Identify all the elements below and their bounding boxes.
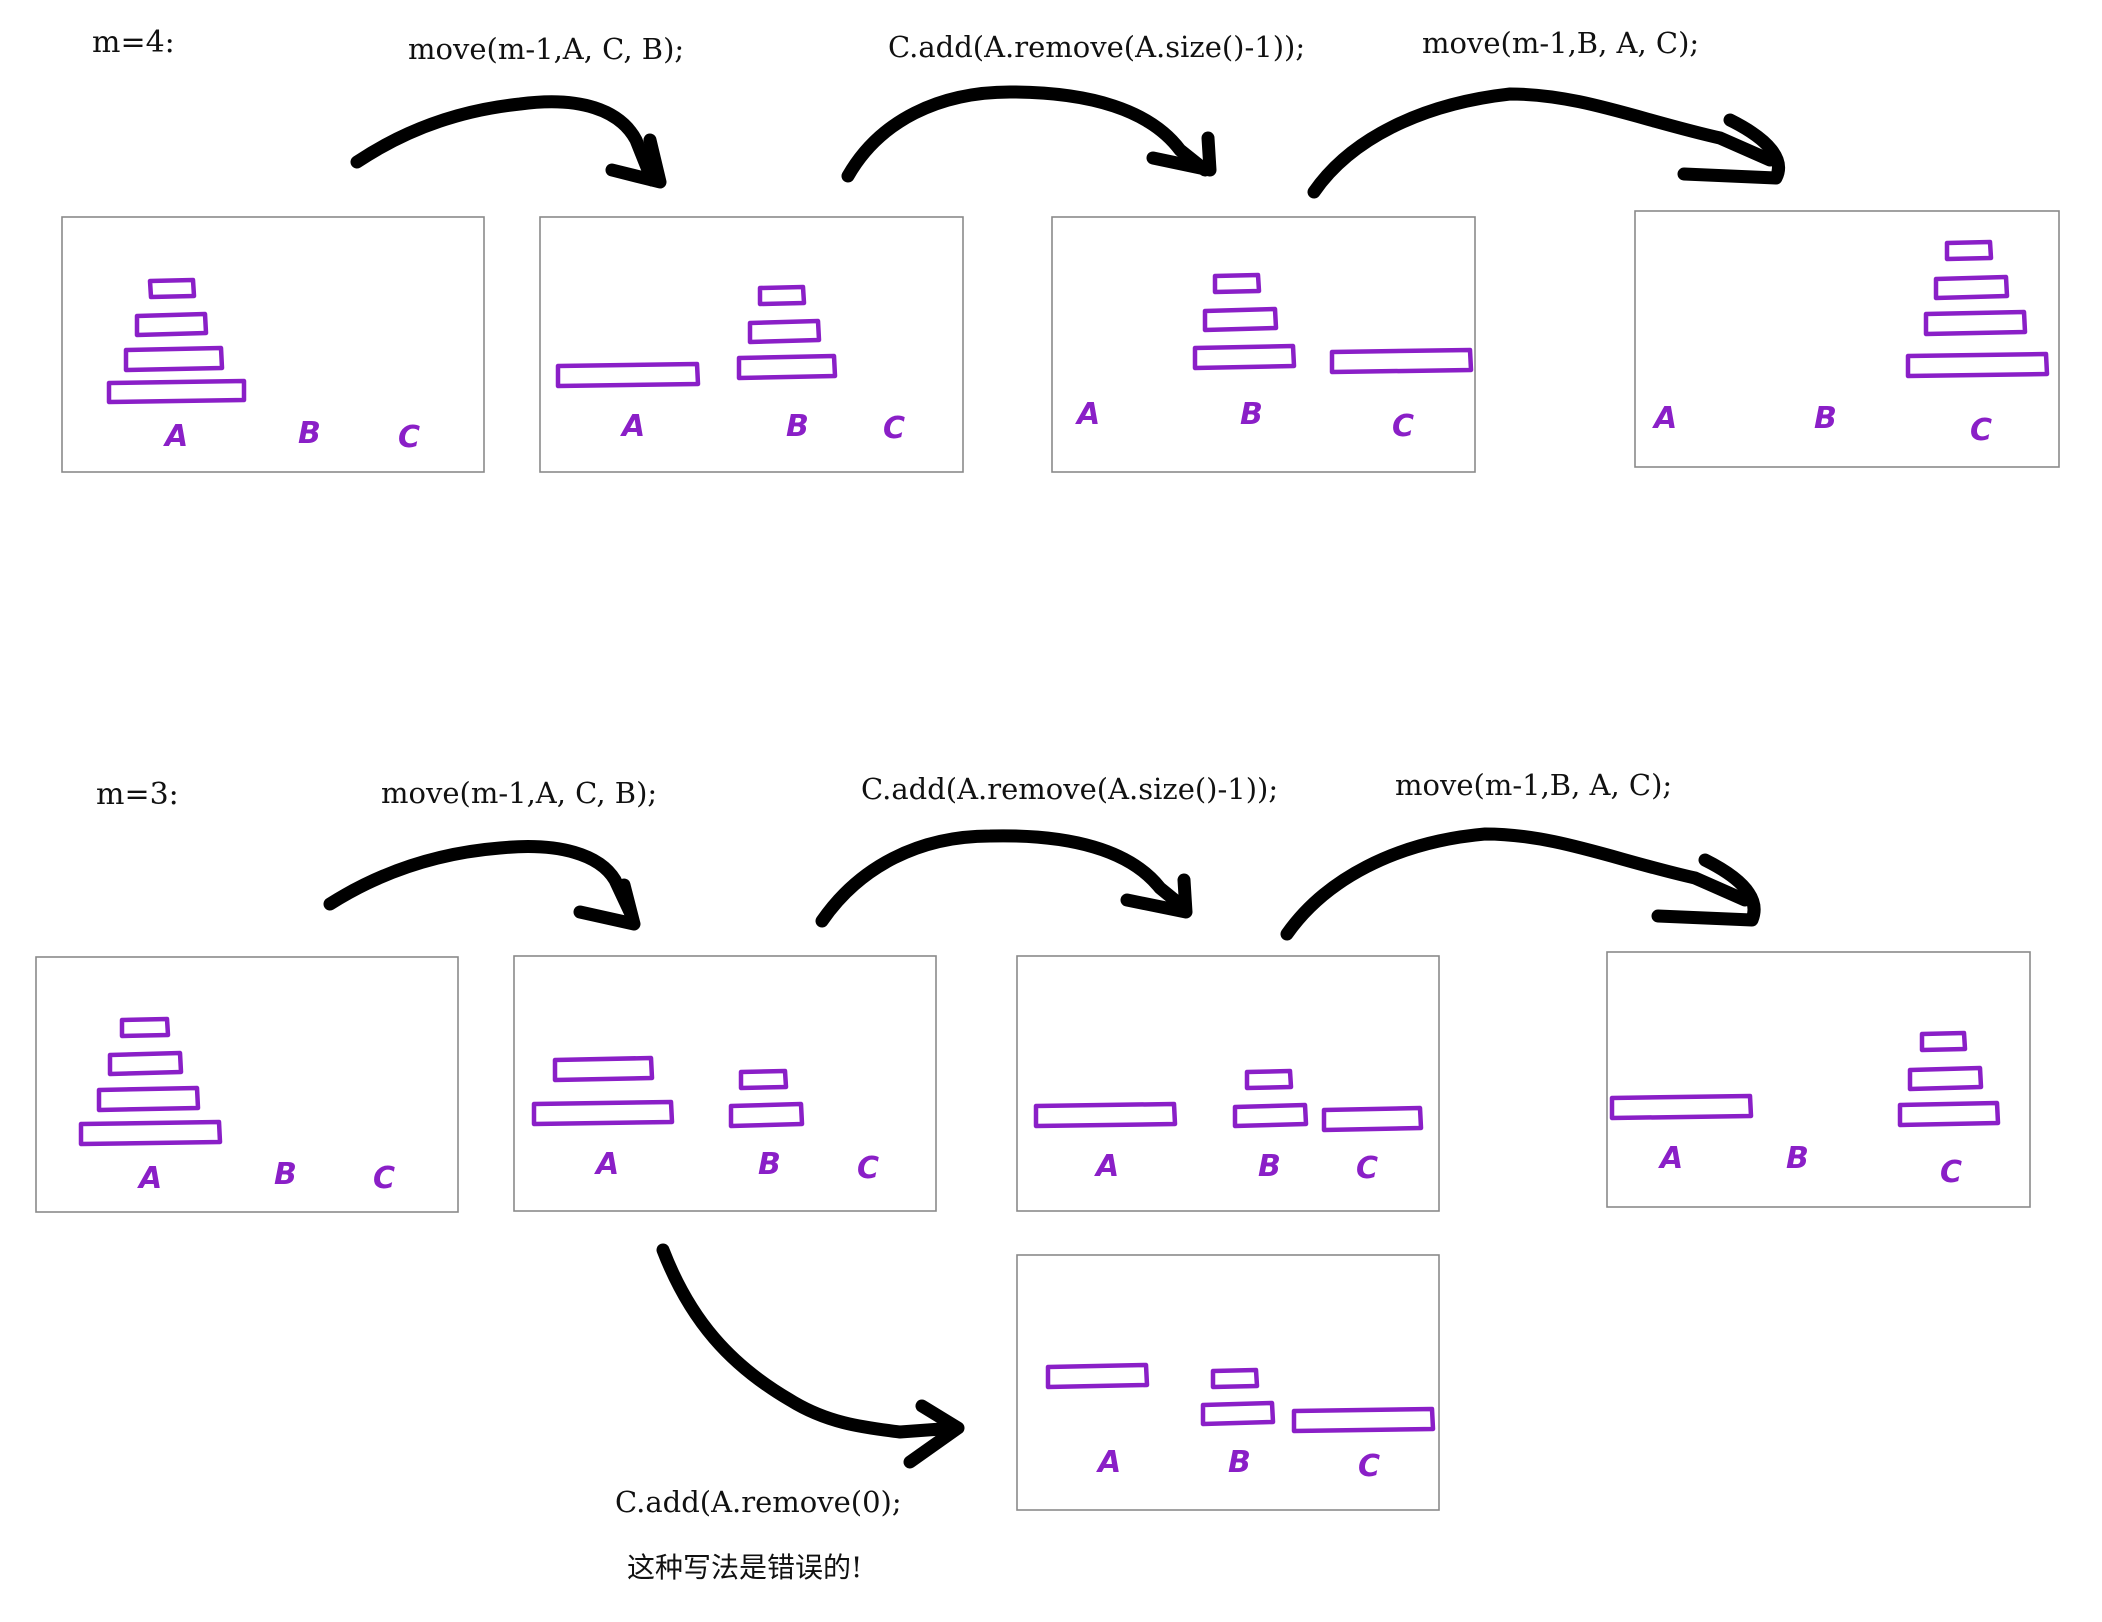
- disk: [96, 1085, 201, 1113]
- disk: [1192, 343, 1297, 371]
- peg-label-c: C: [1940, 1155, 1962, 1190]
- peg-label-a: A: [1096, 1445, 1121, 1480]
- disk: [1609, 1093, 1754, 1121]
- title-m4: m=4:: [92, 25, 175, 60]
- disk: [119, 1016, 171, 1039]
- peg-label-a: A: [137, 1161, 162, 1196]
- curved-arrow-icon: [815, 829, 1193, 928]
- disk: [1919, 1030, 1968, 1053]
- peg-label-b: B: [274, 1157, 297, 1192]
- panel-m4-4: A B C: [1634, 210, 2060, 468]
- disk: [1045, 1362, 1150, 1390]
- curved-arrow-icon: [656, 1243, 965, 1469]
- panel-m3-3: A B C: [1016, 955, 1440, 1212]
- peg-label-b: B: [786, 409, 809, 444]
- peg-label-c: C: [883, 411, 905, 446]
- disk: [1033, 1101, 1178, 1129]
- panel-m4-2: A B C: [539, 216, 964, 473]
- disk: [1200, 1400, 1276, 1427]
- step-label-m4-2: C.add(A.remove(A.size()-1));: [888, 30, 1305, 64]
- disk: [134, 311, 209, 338]
- curved-arrow-icon: [350, 95, 667, 189]
- step-label-m3-3: move(m-1,B, A, C);: [1395, 768, 1672, 802]
- disk: [1202, 306, 1279, 333]
- disk: [1244, 1068, 1294, 1091]
- panel-m4-1: A B C: [61, 216, 485, 473]
- curved-arrow-icon: [323, 840, 641, 931]
- disk: [1944, 239, 1994, 262]
- peg-label-c: C: [857, 1151, 879, 1186]
- peg-label-a: A: [1075, 397, 1100, 432]
- peg-label-b: B: [1786, 1141, 1809, 1176]
- peg-label-a: A: [1658, 1141, 1683, 1176]
- disk: [747, 318, 822, 345]
- step-label-m3-2: C.add(A.remove(A.size()-1));: [861, 772, 1278, 806]
- wrong-step-label: C.add(A.remove(0);: [615, 1485, 902, 1519]
- disk: [1897, 1100, 2001, 1128]
- disk: [106, 378, 247, 405]
- step-label-m3-1: move(m-1,A, C, B);: [381, 776, 657, 810]
- disk: [757, 284, 807, 307]
- peg-label-c: C: [1970, 413, 1992, 448]
- curved-arrow-icon: [1280, 827, 1761, 941]
- disk: [147, 277, 197, 300]
- curved-arrow-icon: [1307, 87, 1785, 199]
- peg-label-c: C: [1392, 409, 1414, 444]
- peg-label-a: A: [1094, 1149, 1119, 1184]
- disk: [1291, 1406, 1436, 1434]
- disk: [1905, 351, 2050, 379]
- step-label-m4-3: move(m-1,B, A, C);: [1422, 26, 1699, 60]
- peg-label-b: B: [298, 416, 321, 451]
- peg-label-c: C: [1356, 1151, 1378, 1186]
- peg-label-b: B: [1814, 401, 1837, 436]
- peg-label-c: C: [373, 1161, 395, 1196]
- disk: [1210, 1367, 1260, 1390]
- disk: [552, 1055, 655, 1083]
- disk: [123, 345, 225, 373]
- disk: [1933, 274, 2010, 301]
- disk: [1232, 1102, 1309, 1129]
- disk: [78, 1119, 223, 1147]
- panel-m3-2: A B C: [513, 955, 937, 1212]
- wrong-note: 这种写法是错误的!: [627, 1551, 862, 1584]
- peg-label-b: B: [1240, 397, 1263, 432]
- disk: [738, 1068, 789, 1091]
- disk: [728, 1101, 805, 1129]
- curved-arrow-icon: [841, 85, 1217, 183]
- panel-m3-1: A B C: [35, 956, 459, 1213]
- panel-m4-3: A B C: [1051, 216, 1476, 473]
- disk: [736, 353, 838, 381]
- disk: [531, 1099, 675, 1127]
- disk: [107, 1050, 184, 1077]
- disk: [1321, 1105, 1424, 1133]
- title-m3: m=3:: [96, 777, 179, 812]
- step-label-m4-1: move(m-1,A, C, B);: [408, 32, 684, 66]
- peg-label-a: A: [620, 409, 645, 444]
- panel-m3-wrong: A B C: [1016, 1254, 1440, 1511]
- peg-label-a: A: [594, 1147, 619, 1182]
- panel-m3-4: A B C: [1606, 951, 2031, 1208]
- peg-label-a: A: [1652, 401, 1677, 436]
- disk: [1329, 347, 1474, 375]
- peg-label-a: A: [163, 419, 188, 454]
- peg-label-b: B: [758, 1147, 781, 1182]
- peg-label-b: B: [1228, 1445, 1251, 1480]
- disk: [555, 361, 701, 389]
- peg-label-c: C: [1358, 1449, 1380, 1484]
- disk: [1923, 309, 2028, 337]
- peg-label-b: B: [1258, 1149, 1281, 1184]
- disk: [1907, 1065, 1984, 1092]
- disk: [1212, 272, 1262, 295]
- peg-label-c: C: [398, 420, 420, 455]
